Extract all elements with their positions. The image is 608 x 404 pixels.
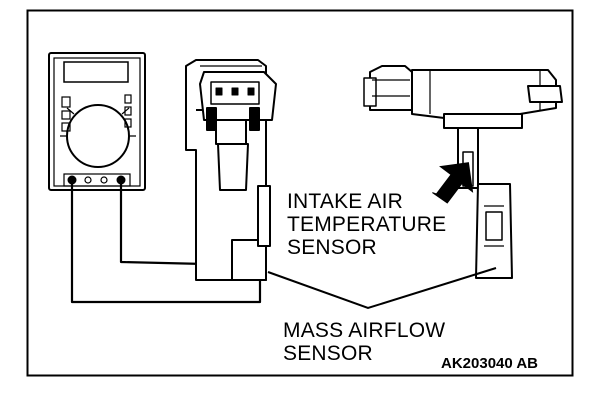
label-line: TEMPERATURE — [287, 213, 447, 236]
leader-lines — [267, 267, 497, 310]
figure-code: AK203040 AB — [441, 355, 538, 372]
intake-air-temperature-label: INTAKE AIR TEMPERATURE SENSOR — [287, 190, 446, 259]
mass-airflow-sensor-label: MASS AIRFLOW SENSOR — [283, 319, 445, 365]
figure-frame — [26, 9, 574, 377]
label-line: MASS AIRFLOW — [283, 319, 446, 342]
mass-airflow-sensor-icon — [185, 59, 277, 281]
label-line: INTAKE AIR — [287, 190, 403, 213]
label-line: SENSOR — [283, 342, 373, 365]
label-line: SENSOR — [287, 236, 377, 259]
multimeter-icon — [48, 52, 146, 191]
arrow-icon — [432, 162, 474, 204]
